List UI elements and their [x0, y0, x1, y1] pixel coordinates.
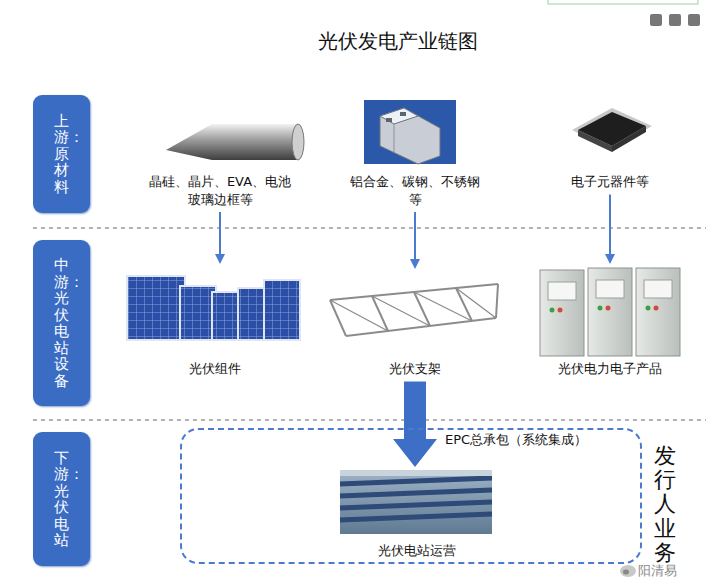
panel-row: [340, 478, 492, 520]
toolbar-icons: [548, 0, 700, 26]
chip-side: [578, 130, 612, 152]
toolbar-icon: [669, 14, 681, 26]
logo-eye: [623, 570, 629, 575]
small-arrow: [609, 195, 611, 262]
weibo-logo: [620, 565, 636, 577]
solar-panel: [180, 286, 216, 340]
stage-band: 上游：原材料: [33, 95, 90, 213]
item-caption: 晶硅、晶片、EVA、电池玻璃边框等: [145, 173, 295, 208]
section-divider: [33, 419, 706, 421]
cabinet-lamp: [606, 306, 611, 311]
chip-side: [612, 126, 646, 152]
cabinet-lamp: [558, 308, 563, 313]
flow-arrow: [415, 212, 416, 267]
item-caption: 光伏电站运营: [332, 542, 502, 560]
solar-panel: [264, 280, 300, 340]
flow-arrow: [220, 212, 221, 262]
flow-arrow: [393, 382, 437, 467]
toolbar-edge: [548, 0, 698, 4]
picture-item: 晶硅、晶片、EVA、电池玻璃边框等: [135, 105, 305, 208]
cabinet: [636, 268, 680, 356]
cabinet-lamp: [654, 306, 659, 311]
picture-item: 铝合金、碳钢、不锈钢等: [340, 100, 490, 208]
cabinet-panel: [596, 280, 624, 298]
profile-slot: [400, 112, 406, 116]
bracket-picture: [330, 284, 498, 336]
logo-mark: [620, 565, 636, 577]
profile-face: [380, 108, 418, 124]
small-arrow: [414, 212, 416, 267]
toolbar-icon: [688, 14, 700, 26]
solar-panel: [127, 276, 185, 340]
stage-label: 下游：光伏电站: [54, 450, 69, 549]
stage-band: 下游：光伏电站: [33, 432, 90, 566]
item-caption: 铝合金、碳钢、不锈钢等: [350, 173, 480, 208]
station-sky: [340, 470, 492, 476]
profile-body: [380, 108, 440, 164]
stage-label: 上游：原材料: [54, 113, 69, 196]
cabinet-panel: [644, 280, 672, 298]
big-arrow: [393, 382, 437, 467]
rod-end: [292, 124, 304, 160]
picture-ground: [364, 100, 456, 164]
stage-band: 中游：光伏电站设备: [33, 240, 90, 406]
edge-label: EPC总承包（系统集成）: [443, 431, 589, 449]
silicon-rod-picture: [166, 124, 304, 160]
picture-item: 光伏组件: [125, 265, 305, 378]
watermark: 阳清易: [638, 562, 677, 580]
flow-arrow: [610, 195, 611, 262]
cabinet-lamp: [646, 306, 651, 311]
bracket-brace: [330, 288, 496, 331]
bracket-strut: [330, 284, 498, 336]
cabinets-picture: [540, 268, 680, 356]
picture-item: 光伏支架: [325, 270, 505, 378]
cabinet: [540, 270, 584, 356]
diagram-title: 光伏发电产业链图: [0, 28, 706, 55]
section-divider: [33, 227, 706, 229]
cabinet-panel: [548, 282, 576, 300]
cabinet-lamp: [598, 306, 603, 311]
picture-item: 光伏电站运营: [327, 470, 507, 560]
rod-tip: [166, 124, 212, 160]
aluminum-profile-picture: [364, 100, 456, 164]
toolbar-icon: [650, 14, 662, 26]
cabinet: [588, 268, 632, 356]
small-arrow: [219, 212, 221, 262]
stage-label: 中游：光伏电站设备: [54, 257, 69, 389]
station-ground: [340, 470, 492, 534]
item-caption: 光伏支架: [330, 360, 500, 378]
picture-item: 电子元器件等: [535, 105, 685, 191]
chip-body: [578, 112, 646, 146]
solar-panels-picture: [127, 276, 300, 340]
item-caption: 光伏电力电子产品: [532, 360, 688, 378]
business-label: 发行人业务: [654, 444, 676, 565]
profile-slot: [386, 118, 392, 122]
chip-pins: [572, 108, 652, 150]
power-station-picture: [340, 470, 492, 534]
profile-edge: [394, 124, 395, 152]
chip-picture: [572, 108, 652, 152]
item-caption: 电子元器件等: [540, 173, 680, 191]
rod-body: [212, 124, 298, 160]
item-caption: 光伏组件: [130, 360, 300, 378]
picture-item: 光伏电力电子产品: [530, 265, 690, 378]
cabinet-lamp: [550, 308, 555, 313]
